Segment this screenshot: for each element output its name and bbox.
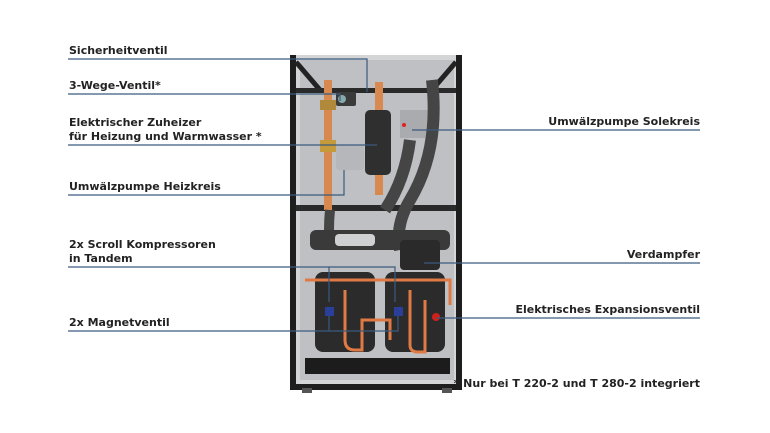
foot-right xyxy=(442,388,452,393)
brace-left xyxy=(294,60,322,92)
label-line: für Heizung und Warmwasser * xyxy=(69,130,262,143)
frame-right xyxy=(456,55,462,390)
evaporator xyxy=(400,240,440,270)
leader-sicherheitventil xyxy=(68,58,368,92)
label-3-wege-ventil: 3-Wege-Ventil* xyxy=(69,79,161,93)
label-line: 2x Scroll Kompressoren xyxy=(69,238,216,251)
heater-pipe-bottom xyxy=(375,175,383,195)
solenoid-valve-left xyxy=(325,307,334,316)
label-sicherheitventil: Sicherheitventil xyxy=(69,44,168,58)
filter-dryer xyxy=(335,234,375,246)
frame-left xyxy=(290,55,296,390)
label-line: Umwälzpumpe Solekreis xyxy=(548,115,700,128)
label-verdampfer: Verdampfer xyxy=(627,248,700,262)
label-line: 3-Wege-Ventil* xyxy=(69,79,161,92)
expansion-valve xyxy=(432,313,440,321)
frame-bottom xyxy=(290,384,462,390)
insulated-hose-mid xyxy=(379,139,416,214)
brass-fitting-2 xyxy=(320,140,336,152)
copper-line-top xyxy=(305,278,452,305)
label-line: Verdampfer xyxy=(626,248,700,261)
label-expansionsventil: Elektrisches Expansionsventil xyxy=(515,303,700,317)
foot-left xyxy=(302,388,312,393)
valve-knob xyxy=(338,95,346,103)
compressor-right xyxy=(385,272,445,352)
brass-fitting xyxy=(320,100,336,110)
pump-indicator xyxy=(402,123,406,127)
leader-3-wege-ventil xyxy=(68,93,341,101)
label-line: Umwälzpumpe Heizkreis xyxy=(69,180,221,193)
safety-valve-pipe xyxy=(375,82,383,110)
label-umwaelzpumpe-solekreis: Umwälzpumpe Solekreis xyxy=(548,115,700,129)
label-line: Elektrischer Zuheizer xyxy=(69,116,202,129)
leader-kompressoren xyxy=(68,266,396,302)
copper-line-loop-right xyxy=(408,290,427,354)
label-umwaelzpumpe-heizkreis: Umwälzpumpe Heizkreis xyxy=(69,180,221,194)
heating-pump xyxy=(336,145,364,170)
label-scroll-kompressoren: 2x Scroll Kompressoren in Tandem xyxy=(69,238,216,266)
label-line: Elektrisches Expansionsventil xyxy=(515,303,700,316)
footnote: * Nur bei T 220-2 und T 280-2 integriert xyxy=(453,377,700,390)
label-line: Sicherheitventil xyxy=(69,44,168,57)
solenoid-valve-right xyxy=(394,307,403,316)
label-zuheizer: Elektrischer Zuheizer für Heizung und Wa… xyxy=(69,116,262,144)
middle-crossbar xyxy=(296,205,456,211)
copper-line-loop-left xyxy=(343,290,392,352)
electric-heater xyxy=(365,110,391,175)
label-line: in Tandem xyxy=(69,252,133,265)
leader-heizkreis xyxy=(68,170,345,196)
leader-magnetventil xyxy=(68,316,399,332)
label-magnetventil: 2x Magnetventil xyxy=(69,316,170,330)
label-line: 2x Magnetventil xyxy=(69,316,170,329)
base-plate xyxy=(305,358,450,374)
